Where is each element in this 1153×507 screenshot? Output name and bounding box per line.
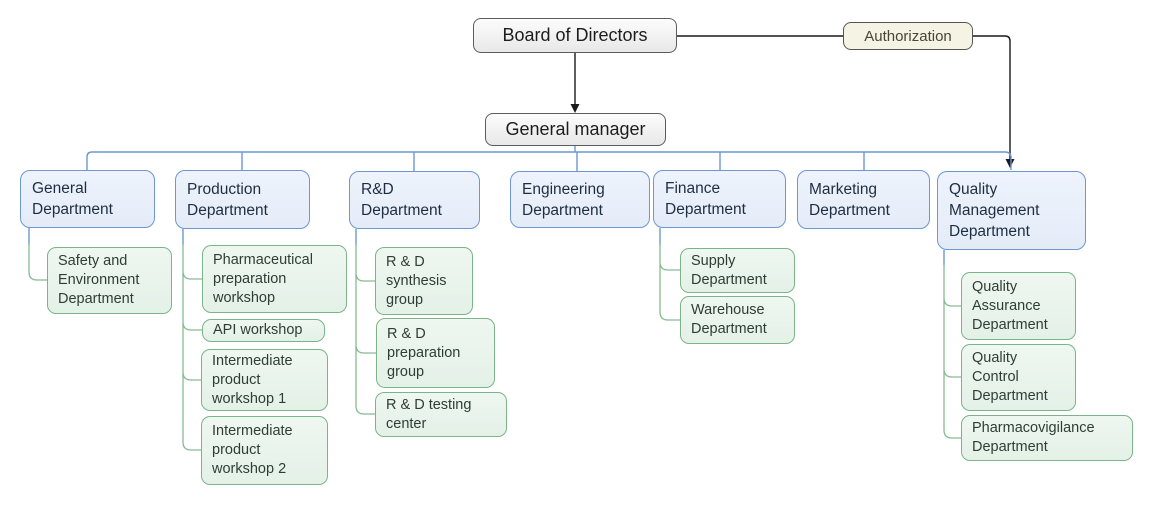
- subdepartment-node-rnd-testing-center: R & D testing center: [375, 392, 507, 437]
- department-node-general: General Department: [20, 170, 155, 228]
- arrowhead-to-manager: [570, 104, 580, 113]
- quality-children-line: [943, 263, 961, 439]
- department-node-marketing: Marketing Department: [797, 170, 930, 229]
- subdepartment-node-quality-control: Quality Control Department: [961, 344, 1076, 411]
- authorization-to-quality-line: [973, 35, 1011, 160]
- subdepartment-node-safety-environment: Safety and Environment Department: [47, 247, 172, 314]
- finance-children-line: [659, 243, 680, 321]
- subdepartment-node-rnd-preparation-group: R & D preparation group: [376, 318, 495, 388]
- general-children-line: [28, 243, 47, 281]
- department-node-quality-management: Quality Management Department: [937, 171, 1086, 250]
- department-node-engineering: Engineering Department: [510, 171, 650, 228]
- subdepartment-node-pharmacovigilance: Pharmacovigilance Department: [961, 415, 1133, 461]
- subdepartment-node-rnd-synthesis-group: R & D synthesis group: [375, 247, 473, 315]
- rnd-children-line: [355, 243, 376, 415]
- department-node-production: Production Department: [175, 170, 310, 229]
- subdepartment-node-supply: Supply Department: [680, 248, 795, 293]
- arrowhead-to-quality: [1005, 159, 1015, 168]
- manager-rake-line: [86, 146, 1012, 171]
- subdepartment-node-intermediate-workshop-1: Intermediate product workshop 1: [201, 349, 328, 411]
- subdepartment-node-warehouse: Warehouse Department: [680, 296, 795, 344]
- subdepartment-node-pharmaceutical-preparation-workshop: Pharmaceutical preparation workshop: [202, 245, 347, 313]
- department-node-finance: Finance Department: [653, 170, 786, 228]
- production-children-line: [182, 243, 202, 451]
- subdepartment-node-quality-assurance: Quality Assurance Department: [961, 272, 1076, 340]
- department-drop-stubs: [28, 228, 945, 265]
- node-general-manager: General manager: [485, 113, 666, 146]
- department-node-rnd: R&D Department: [349, 171, 480, 229]
- node-board-of-directors: Board of Directors: [473, 18, 677, 53]
- subdepartment-node-intermediate-workshop-2: Intermediate product workshop 2: [201, 416, 328, 485]
- node-authorization: Authorization: [843, 22, 973, 50]
- subdepartment-node-api-workshop: API workshop: [202, 319, 325, 342]
